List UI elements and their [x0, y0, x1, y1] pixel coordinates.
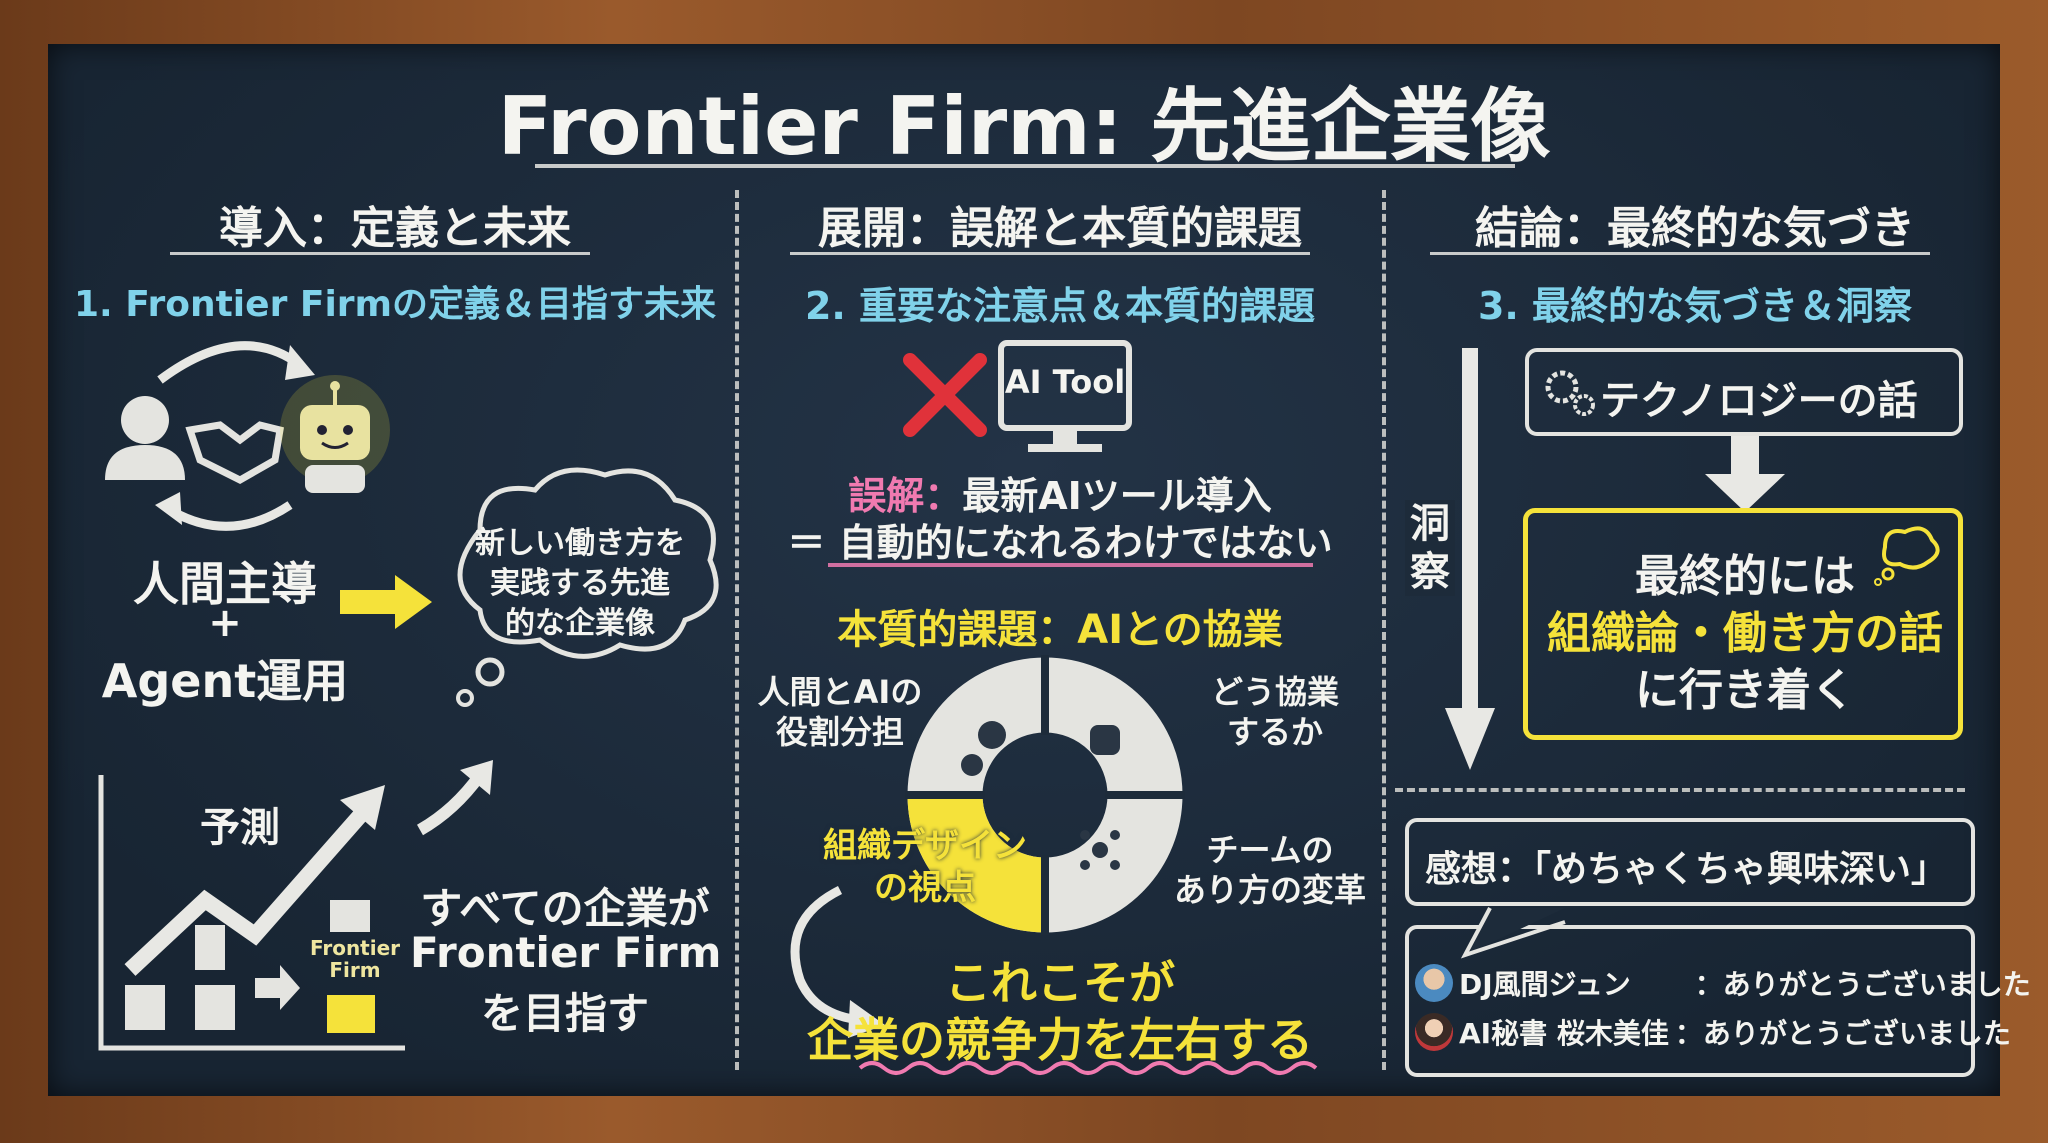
insight-char1: 洞: [1410, 501, 1450, 547]
credit-row-ai-secretary: AI秘書 桜木美佳 ：ありがとうございました: [1415, 1012, 2011, 1052]
gears-icon: [1545, 370, 1595, 416]
insight-down-arrow: [1445, 348, 1495, 770]
ai-secretary-avatar-icon: [1415, 1013, 1453, 1051]
final-insight-box: [1523, 508, 1963, 740]
team-line2: あり方の変革: [1173, 871, 1366, 909]
misconception-line1: 誤解：最新AIツール導入: [740, 465, 1380, 520]
cycle-label-how-collaborate: どう協業するか: [1190, 672, 1360, 752]
impression-box: [1405, 818, 1975, 906]
chart-axes: [98, 775, 405, 1051]
thought-cloud: [456, 467, 719, 707]
org-line1: 組織デザイン: [823, 826, 1027, 866]
handshake-icon: [185, 421, 284, 484]
growth-arrow: [124, 804, 372, 976]
credits-box: [1405, 925, 1975, 1077]
frontier-firm-label: Frontier Firm: [305, 937, 405, 981]
role-line2: 役割分担: [775, 713, 904, 751]
building-icon: [330, 900, 370, 932]
column-subheading-development: 2. 重要な注意点＆本質的課題: [804, 284, 1316, 328]
page-title: Frontier Firm: 先進企業像: [497, 80, 1551, 173]
cloud-text-line2: 実践する先進: [490, 566, 670, 601]
robot-icon: [280, 375, 390, 493]
building-icons: [125, 925, 235, 1030]
credit-name: DJ風間ジュン: [1459, 968, 1631, 1001]
team-network-icon: [1080, 830, 1120, 870]
human-agent-cycle-illustration: [105, 341, 390, 531]
org-line2: の視点: [874, 868, 976, 908]
future-arrow: [416, 771, 485, 836]
impression-text: 感想：「めちゃくちゃ興味深い」: [1425, 849, 1948, 890]
credit-message: ：ありがとうございました: [1674, 1017, 2011, 1050]
formula-human-led: 人間主導: [133, 557, 317, 611]
yellow-arrow-icon: [340, 575, 432, 629]
section-divider: [1395, 788, 1965, 792]
goal-line1: すべての企業が: [420, 884, 710, 933]
misconception-line2: ＝ 自動的になれるわけではない: [787, 521, 1333, 565]
heading-underline: [170, 252, 590, 255]
cycle-label-role-sharing: 人間とAIの役割分担: [745, 672, 935, 752]
technology-box: [1525, 348, 1963, 436]
speech-tail: [1455, 907, 1566, 959]
misconception-text: 最新AIツール導入: [962, 474, 1272, 518]
cycle-label-org-design: 組織デザインの視点: [815, 825, 1035, 909]
formula-plus: +: [208, 600, 242, 646]
thought-bubble-icon: [1874, 526, 1940, 586]
column-divider: [735, 190, 739, 1070]
cycle-label-team-change: チームのあり方の変革: [1165, 830, 1375, 910]
how-line2: するか: [1226, 713, 1323, 751]
column-heading-intro: 導入：定義と未来: [219, 203, 571, 254]
team-line1: チームの: [1206, 831, 1334, 869]
pink-underline: [828, 563, 1313, 567]
cloud-text-line3: 的な企業像: [505, 606, 655, 641]
title-underline: [535, 164, 1515, 168]
formula-agent-operation: Agent運用: [101, 654, 349, 708]
forecast-label: 予測: [200, 805, 280, 851]
column-heading-development: 展開：誤解と本質的課題: [818, 203, 1302, 254]
final-line3: に行き着く: [1635, 665, 1855, 716]
firm-label-line2: Firm: [329, 958, 381, 982]
goal-line2: Frontier Firm: [410, 928, 722, 977]
person-icon: [105, 396, 185, 480]
small-arrow-icon: [255, 965, 300, 1010]
column-subheading-conclusion: 3. 最終的な気づき＆洞察: [1477, 284, 1913, 328]
frontier-firm-building-icon: [327, 995, 375, 1033]
conclusion-line2: 企業の競争力を左右する: [807, 1013, 1313, 1067]
pink-wavy-underline: [858, 1061, 1318, 1075]
heading-underline: [1430, 252, 1930, 255]
credit-spacer: [1637, 963, 1689, 1003]
how-line1: どう協業: [1210, 673, 1339, 711]
column-heading-conclusion: 結論：最終的な気づき: [1475, 203, 1915, 254]
final-line2: 組織論・働き方の話: [1547, 608, 1943, 659]
forecast-chart-illustration: [98, 760, 493, 1051]
cross-icon: [903, 353, 987, 437]
heading-underline: [790, 252, 1310, 255]
credit-message: ：ありがとうございました: [1694, 968, 2031, 1001]
column-divider: [1382, 190, 1386, 1070]
column-subheading-intro: 1. Frontier Firmの定義＆目指す未来: [73, 284, 717, 325]
collaboration-cycle-diagram: [905, 655, 1185, 935]
ai-tool-label: AI Tool: [1004, 363, 1126, 401]
final-line1: 最終的には: [1635, 551, 1855, 602]
role-line1: 人間とAIの: [757, 673, 923, 711]
conclusion-line1: これこそが: [945, 956, 1175, 1010]
insight-char2: 察: [1410, 549, 1450, 595]
misconception-label: 誤解：: [848, 474, 963, 518]
down-arrow-icon: [1705, 436, 1785, 512]
credit-row-dj: DJ風間ジュン ：ありがとうございました: [1415, 963, 2031, 1003]
cloud-text-line1: 新しい働き方を: [475, 526, 685, 561]
goal-line3: を目指す: [480, 989, 649, 1038]
cycle-segment-org-design: [907, 793, 1047, 933]
gears-icon: [961, 721, 1006, 776]
insight-label: 洞察: [1405, 500, 1455, 596]
monitor-icon: [998, 340, 1132, 452]
core-issue-heading: 本質的課題：AIとの協業: [837, 607, 1283, 653]
firm-label-line1: Frontier: [309, 936, 401, 960]
technology-text: テクノロジーの話: [1600, 378, 1918, 424]
cycle-arrow-top: [157, 341, 303, 384]
curved-arrow-icon: [790, 885, 885, 1038]
credit-name: AI秘書 桜木美佳: [1459, 1017, 1669, 1050]
dj-avatar-icon: [1415, 964, 1453, 1002]
clap-icon: [1090, 725, 1120, 755]
cycle-arrow-bottom: [167, 501, 293, 531]
